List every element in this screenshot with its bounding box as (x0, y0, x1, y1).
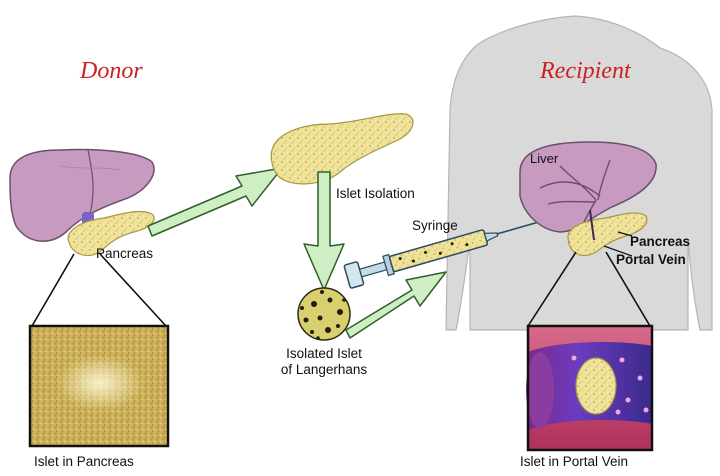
syringe (343, 205, 594, 289)
donor-pancreas-label: Pancreas (96, 246, 154, 261)
harvested-pancreas (270, 113, 414, 185)
arrow-islet-to-syringe (345, 271, 447, 339)
liver-label: Liver (530, 151, 559, 166)
isolated-islet-label-line1: Isolated Islet (286, 346, 362, 361)
donor-liver (9, 148, 155, 242)
donor-pancreas (67, 210, 155, 257)
islet-isolation-label: Islet Isolation (336, 186, 415, 201)
islet-in-pancreas-label: Islet in Pancreas (34, 454, 134, 469)
syringe-label: Syringe (412, 218, 458, 233)
arrow-islet-isolation (303, 171, 345, 291)
islet-in-portal-vein-inset (526, 324, 654, 452)
recipient-pancreas (567, 212, 648, 257)
recipient-pancreas-label: Pancreas (630, 234, 691, 249)
portal-vein-label: Portal Vein (616, 252, 686, 267)
recipient-title: Recipient (540, 58, 631, 84)
isolated-islet-label-line2: of Langerhans (280, 362, 368, 377)
islet-in-portal-vein-label: Islet in Portal Vein (520, 454, 629, 469)
recipient-liver (519, 141, 657, 233)
donor-title: Donor (80, 58, 143, 84)
arrow-donor-to-isolation (147, 167, 283, 237)
